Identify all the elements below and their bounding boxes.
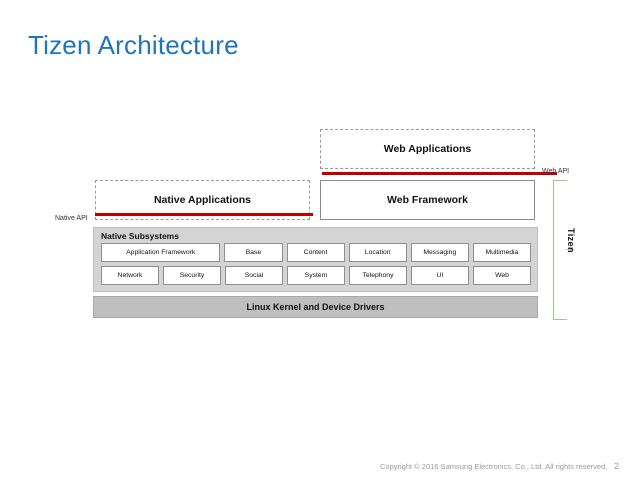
footer-copyright: Copyright © 2016 Samsung Electronics, Co… — [380, 462, 608, 471]
layer-box-web-framework: Web Framework — [320, 180, 535, 220]
web-api-label: Web API — [542, 168, 570, 175]
subsystem-box: Location — [348, 243, 407, 262]
tizen-bracket — [553, 180, 567, 320]
page-title: Tizen Architecture — [28, 30, 239, 60]
native-api-label: Native API — [55, 215, 88, 222]
layer-box-web-applications: Web Applications — [320, 129, 535, 169]
subsystem-box: System — [287, 266, 345, 285]
tizen-bracket-label: Tizen — [566, 228, 576, 253]
subsystem-box: Application Framework — [101, 243, 221, 262]
subsystem-box: Security — [163, 266, 221, 285]
subsystem-box: Network — [101, 266, 159, 285]
layer-box-linux-kernel: Linux Kernel and Device Drivers — [93, 296, 538, 318]
web-api-rule — [322, 172, 557, 175]
subsystem-box: Multimedia — [472, 243, 531, 262]
native-subsystems-title: Native Subsystems — [101, 231, 179, 241]
subsystem-box: Web — [473, 266, 531, 285]
subsystem-box: Messaging — [410, 243, 469, 262]
tizen-bracket-tick — [566, 249, 574, 251]
footer-page-number: 2 — [614, 461, 620, 471]
subsystem-box: Social — [225, 266, 283, 285]
subsystem-box: UI — [411, 266, 469, 285]
native-api-rule — [95, 213, 313, 216]
subsystem-box: Content — [286, 243, 345, 262]
subsystem-box: Telephony — [349, 266, 407, 285]
subsystem-box: Base — [224, 243, 283, 262]
